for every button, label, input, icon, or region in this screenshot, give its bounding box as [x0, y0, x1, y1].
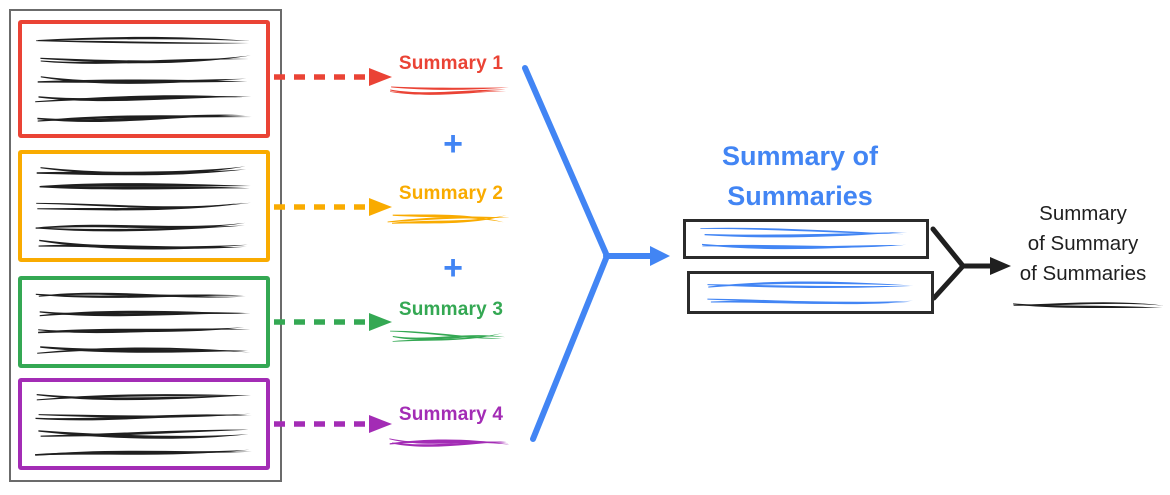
- scribble-line: [38, 239, 248, 250]
- document-text-line: [34, 92, 254, 106]
- summary-text-line: [699, 225, 913, 238]
- scribble-line: [37, 345, 251, 354]
- summary-text-line: [704, 278, 918, 290]
- scribble-line: [36, 202, 251, 211]
- scribble-line: [37, 76, 248, 84]
- final-summary-line3: of Summaries: [1019, 262, 1147, 285]
- document-text-line: [34, 389, 254, 403]
- document-box-1: [18, 20, 270, 138]
- dashed-arrow-purple: [274, 415, 392, 433]
- plus-sign-1: +: [443, 125, 463, 163]
- document-text-line: [34, 199, 254, 213]
- document-text-line: [34, 343, 254, 357]
- dashed-arrow-yellow: [274, 198, 392, 216]
- scribble-line: [1013, 302, 1164, 309]
- scribble-line: [35, 449, 252, 456]
- summary-4-label: Summary 4: [398, 404, 504, 425]
- scribble-line: [35, 222, 246, 231]
- scribble-line: [387, 214, 511, 224]
- document-text-line: [34, 287, 254, 301]
- summary-2-scribble: [386, 210, 516, 230]
- scribble-line: [40, 55, 251, 65]
- document-text-line: [34, 426, 254, 440]
- summary-of-summaries-title-line2: Summaries: [727, 181, 873, 211]
- scribble-line: [36, 36, 250, 44]
- document-box-3: [18, 276, 270, 368]
- summary-text-line: [699, 241, 913, 253]
- summary-3-label: Summary 3: [398, 299, 504, 320]
- document-text-line: [34, 218, 254, 232]
- document-text-line: [34, 72, 254, 86]
- summary-of-summaries-box-1: [683, 219, 929, 259]
- scribble-line: [38, 327, 251, 334]
- scribble-line: [38, 429, 249, 439]
- scribble-line: [39, 183, 251, 190]
- dashed-arrow-red: [274, 68, 392, 86]
- summary-of-summaries-title: Summary of Summaries: [688, 136, 912, 216]
- document-text-line: [34, 324, 254, 338]
- final-summary-line2: of Summary: [1027, 232, 1139, 255]
- plus-sign-2: +: [443, 249, 463, 287]
- summary-of-summaries-box-2: [687, 271, 934, 314]
- final-summary-scribble: [1008, 296, 1166, 312]
- document-text-line: [34, 445, 254, 459]
- summary-2-label: Summary 2: [398, 183, 504, 204]
- document-text-line: [34, 33, 254, 47]
- final-summary-label: Summary of Summary of Summaries: [1000, 199, 1166, 289]
- summary-of-summaries-title-line1: Summary of: [721, 141, 879, 171]
- summary-3-group: Summary 3: [386, 299, 516, 346]
- summary-4-group: Summary 4: [386, 404, 516, 451]
- blue-convergence-arrow: [522, 65, 670, 442]
- document-box-4: [18, 378, 270, 470]
- scribble-line: [35, 293, 246, 299]
- summary-1-group: Summary 1: [386, 53, 516, 100]
- scribble-line: [707, 281, 913, 289]
- scribble-line: [700, 228, 908, 238]
- scribble-line: [390, 86, 510, 95]
- summary-text-line: [704, 295, 918, 307]
- document-text-line: [34, 52, 254, 66]
- scribble-line: [35, 94, 252, 102]
- scribble-line: [36, 166, 247, 175]
- summary-1-scribble: [386, 80, 516, 100]
- summary-1-label: Summary 1: [398, 53, 504, 74]
- scribble-line: [35, 413, 252, 421]
- document-text-line: [34, 162, 254, 176]
- summary-2-group: Summary 2: [386, 183, 516, 230]
- scribble-line: [706, 298, 913, 304]
- document-box-2: [18, 150, 270, 262]
- summary-4-scribble: [386, 431, 516, 451]
- dashed-arrow-green: [274, 313, 392, 331]
- scribble-line: [702, 243, 907, 249]
- final-summary-line1: Summary: [1039, 202, 1127, 225]
- scribble-line: [389, 438, 511, 447]
- summary-3-scribble: [386, 326, 516, 346]
- document-text-line: [34, 408, 254, 422]
- document-text-line: [34, 180, 254, 194]
- scribble-line: [390, 330, 506, 342]
- scribble-line: [36, 394, 252, 401]
- scribble-line: [37, 114, 252, 123]
- document-text-line: [34, 306, 254, 320]
- scribble-line: [39, 310, 251, 316]
- document-text-line: [34, 236, 254, 250]
- document-text-line: [34, 111, 254, 125]
